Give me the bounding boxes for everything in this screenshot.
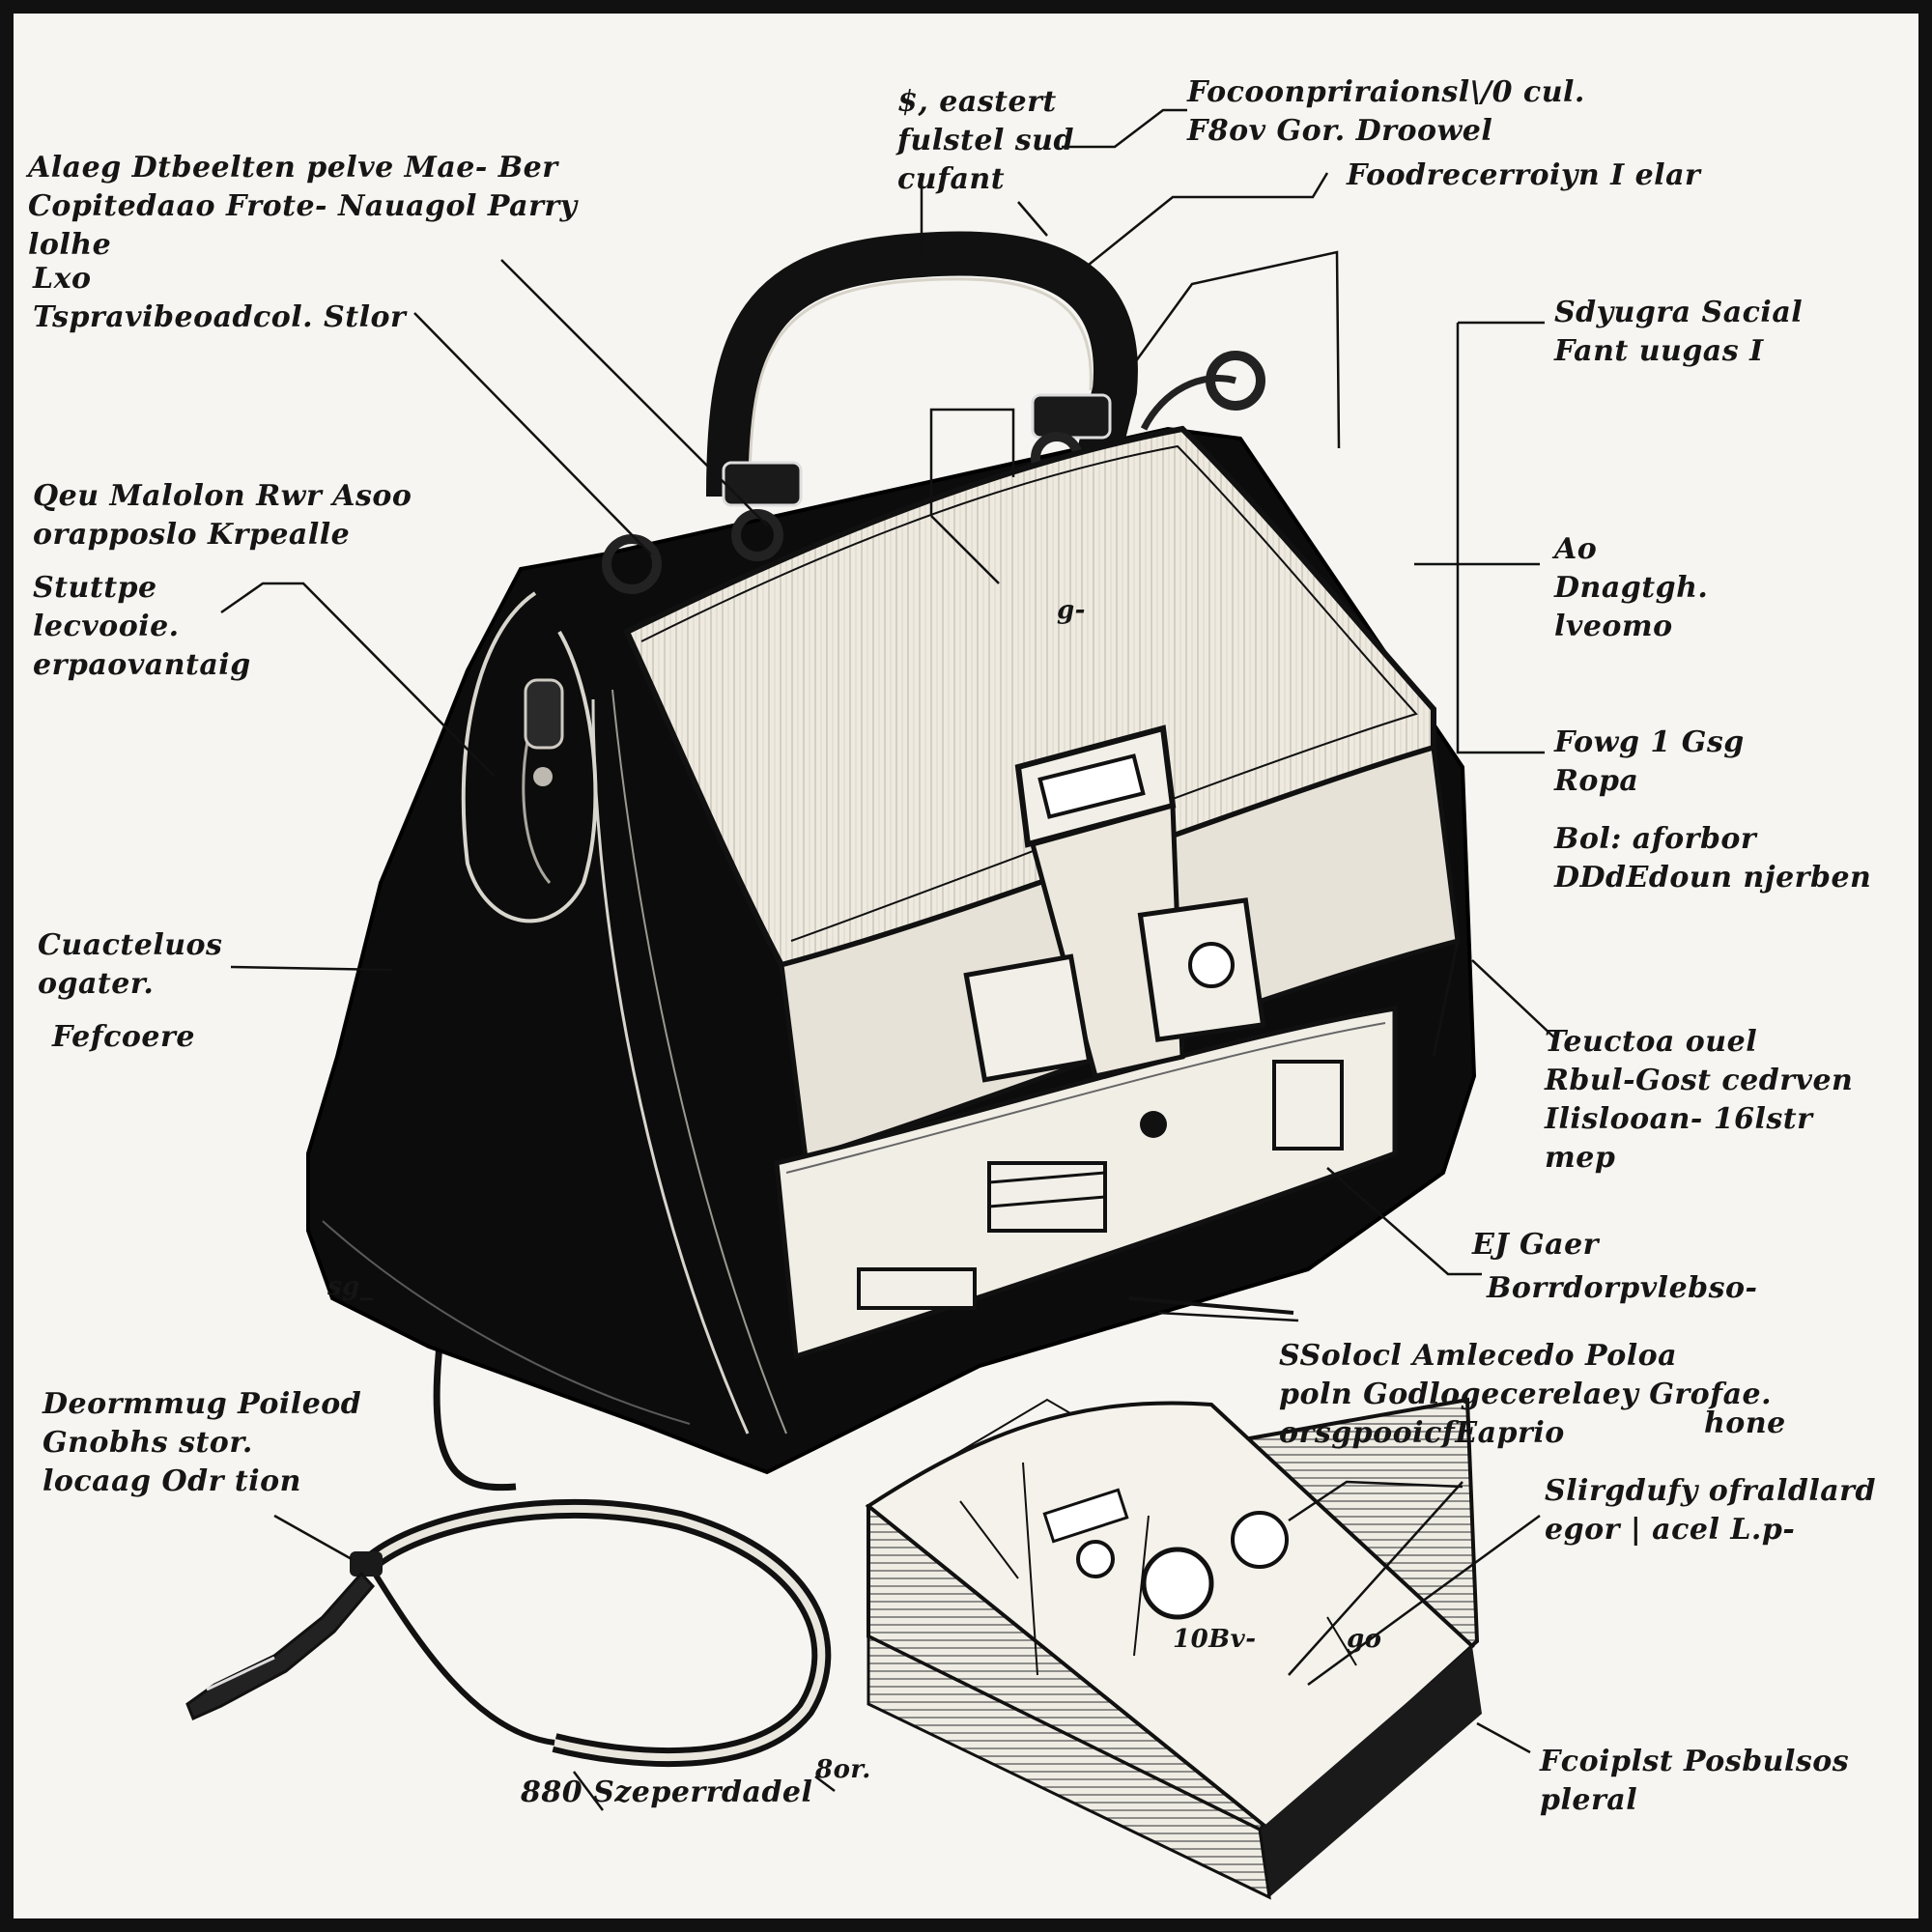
label-book-1: 10Bv-	[1173, 1625, 1257, 1654]
label-right-5: Teuctoa ouel Rbul-Gost cedrven Ilislooan…	[1545, 1025, 1854, 1175]
label-mid-left-2: Stuttpe lecvooie. erpaovantaig	[33, 571, 251, 682]
book-illustration	[865, 1397, 1482, 1900]
label-right-3: Fowg 1 Gsg Ropa	[1554, 725, 1745, 798]
label-top-right-2: Foodrecerroiyn I elar	[1347, 158, 1701, 192]
label-lower-right-3: Fcoiplst Posbulsos pleral	[1540, 1745, 1850, 1817]
handbag-illustration	[185, 108, 1555, 1900]
diagram-canvas: $, eastert fulstel sud cufant Focoonprir…	[14, 14, 1918, 1918]
label-mid-left-1: Qeu Malolon Rwr Asoo orapposlo Krpealle	[33, 479, 412, 552]
label-lower-right-1-suffix: hone	[1704, 1406, 1786, 1440]
label-mid-left-4: Fefcoere	[52, 1020, 195, 1054]
label-top-left-1: Alaeg Dtbeelten pelve Mae- Ber Copitedaa…	[28, 151, 578, 262]
label-top-left-2: Lxo Tspravibeoadcol. Stlor	[33, 262, 407, 334]
label-right-1: Sdyugra Sacial Fant uugas I	[1554, 296, 1804, 368]
label-bottom-2: 8or.	[815, 1755, 871, 1784]
label-bottom-1: 880 Szeperrdadel	[521, 1776, 813, 1809]
label-lower-right-2: Slirgdufy ofraldlard egor | acel L.p-	[1545, 1474, 1876, 1547]
label-right-7: Borrdorpvlebso-	[1487, 1271, 1758, 1305]
label-right-2: Ao Dnagtgh. lveomo	[1554, 532, 1709, 643]
label-bag-mark: g-	[1057, 596, 1086, 625]
label-right-6: EJ Gaer	[1472, 1228, 1599, 1262]
label-right-4: Bol: aforbor DDdEdoun njerben	[1554, 822, 1872, 895]
label-left-small: sg_	[327, 1272, 374, 1301]
top-handle	[602, 231, 1265, 594]
label-top-center: $, eastert fulstel sud cufant	[897, 85, 1074, 196]
label-book-2: go	[1347, 1625, 1382, 1654]
label-mid-left-3: Cuacteluos ogater.	[38, 928, 223, 1001]
front-clasp	[857, 724, 1344, 1310]
label-lower-left: Deormmug Poileod Gnobhs stor. locaag Odr…	[43, 1387, 362, 1498]
label-top-right-1: Focoonpriraionsl\/0 cul. F8ov Gor. Droow…	[1187, 75, 1585, 148]
callout-leader-lines	[220, 108, 1555, 1811]
label-lower-right-1: SSolocl Amlecedo Poloa poln Godlogecerel…	[1279, 1339, 1773, 1450]
